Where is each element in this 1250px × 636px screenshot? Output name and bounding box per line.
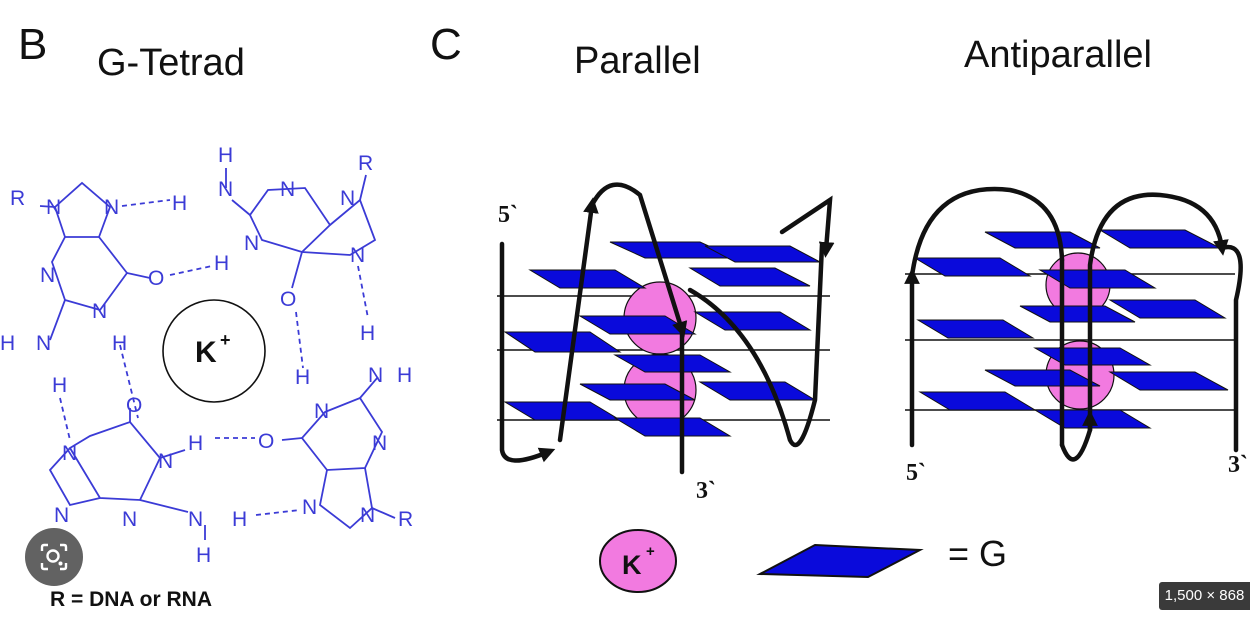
svg-text:N: N (340, 187, 355, 210)
svg-text:H: H (0, 332, 15, 355)
svg-text:R: R (10, 187, 25, 210)
legend-k-label: K (622, 550, 642, 580)
legend-k-charge: + (646, 543, 655, 560)
antiparallel-title: Antiparallel (964, 34, 1152, 76)
svg-text:R: R (358, 152, 373, 175)
svg-text:N: N (40, 264, 55, 287)
svg-text:N: N (92, 300, 107, 323)
legend-g-label: = G (948, 533, 1007, 574)
svg-text:N: N (280, 178, 295, 201)
svg-text:N: N (314, 400, 329, 423)
panel-c-letter: C (430, 20, 462, 69)
r-definition-caption: R = DNA or RNA (50, 588, 212, 611)
svg-text:O: O (148, 267, 164, 290)
legend-k-ion (599, 529, 677, 593)
svg-text:N: N (188, 508, 203, 531)
antiparallel-quadruplex (904, 186, 1243, 462)
g-tetrad-title: G-Tetrad (97, 42, 245, 84)
svg-text:H: H (218, 144, 233, 167)
visual-search-button[interactable] (25, 528, 83, 586)
svg-text:H: H (52, 374, 67, 397)
parallel-3-prime: 3` (696, 478, 716, 504)
svg-text:N: N (104, 196, 119, 219)
image-size-badge: 1,500 × 868 (1159, 582, 1250, 610)
svg-text:N: N (302, 496, 317, 519)
svg-text:N: N (158, 450, 173, 473)
svg-text:N: N (46, 196, 61, 219)
svg-text:N: N (368, 364, 383, 387)
svg-text:H: H (214, 252, 229, 275)
svg-text:N: N (360, 504, 375, 527)
svg-text:H: H (295, 366, 310, 389)
parallel-quadruplex (497, 182, 835, 475)
svg-text:H: H (196, 544, 211, 567)
svg-text:H: H (397, 364, 412, 387)
svg-text:O: O (280, 288, 296, 311)
svg-text:N: N (54, 504, 69, 527)
svg-text:N: N (218, 178, 233, 201)
antiparallel-5-prime: 5` (906, 460, 926, 486)
svg-text:N: N (350, 244, 365, 267)
k-ion-label: K (195, 336, 217, 369)
svg-text:H: H (232, 508, 247, 531)
svg-text:H: H (360, 322, 375, 345)
svg-text:R: R (398, 508, 413, 531)
svg-text:N: N (122, 508, 137, 531)
parallel-title: Parallel (574, 40, 701, 82)
k-ion-charge: + (220, 330, 231, 350)
legend: K + = G (599, 529, 1007, 593)
parallel-5-prime: 5` (498, 202, 518, 228)
svg-text:H: H (172, 192, 187, 215)
svg-text:O: O (126, 394, 142, 417)
svg-text:N: N (62, 442, 77, 465)
svg-text:H: H (112, 332, 127, 355)
svg-text:H: H (188, 432, 203, 455)
svg-text:N: N (372, 432, 387, 455)
antiparallel-3-prime: 3` (1228, 452, 1248, 478)
k-ion-circle: K + (162, 299, 266, 403)
panel-b-letter: B (18, 20, 48, 69)
svg-text:N: N (244, 232, 259, 255)
legend-g-tetrad-plate (756, 543, 924, 579)
svg-text:O: O (258, 430, 274, 453)
visual-search-icon (40, 543, 68, 571)
svg-text:N: N (36, 332, 51, 355)
g-tetrad-structure (39, 168, 396, 540)
